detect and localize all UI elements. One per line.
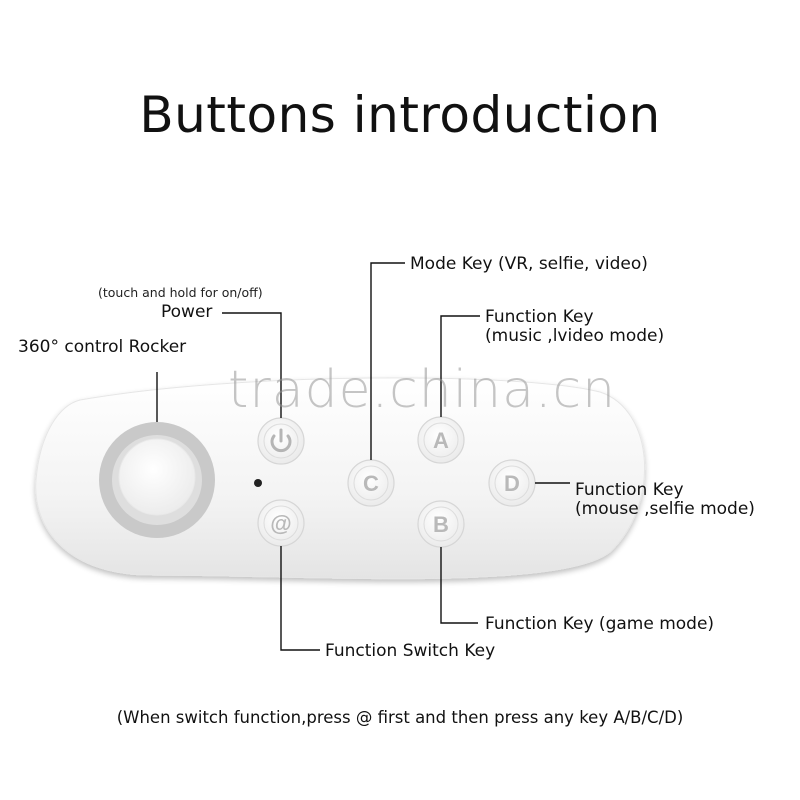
key-b-button[interactable]: B <box>417 500 465 548</box>
function-d-label-line1: Function Key <box>575 480 684 500</box>
key-d-button[interactable]: D <box>488 459 536 507</box>
key-a-button[interactable]: A <box>417 416 465 464</box>
leader-power <box>222 312 282 418</box>
watermark: trade.china.cn <box>228 360 617 420</box>
page-title: Buttons introduction <box>139 86 661 144</box>
control-rocker[interactable] <box>99 422 215 538</box>
leader-lines <box>156 262 570 651</box>
leader-function-switch <box>280 546 320 651</box>
power-button[interactable] <box>257 417 305 465</box>
leader-function-b <box>440 547 478 624</box>
at-key-label: @ <box>270 511 291 536</box>
function-switch-button[interactable]: @ <box>257 499 305 547</box>
rocker-label: 360° control Rocker <box>18 337 187 357</box>
function-a-label-line2: (music ,lvideo mode) <box>485 326 665 346</box>
power-label: Power <box>161 302 213 322</box>
key-b-label: B <box>433 512 449 537</box>
leader-mode-key <box>370 262 405 460</box>
key-c-button[interactable]: C <box>347 459 395 507</box>
footnote: (When switch function,press @ first and … <box>116 708 684 727</box>
function-a-label-line1: Function Key <box>485 307 594 327</box>
mode-key-label: Mode Key (VR, selfie, video) <box>410 254 648 274</box>
key-c-label: C <box>363 471 379 496</box>
power-hint-label: (touch and hold for on/off) <box>98 285 263 300</box>
function-switch-label: Function Switch Key <box>325 641 496 661</box>
function-d-label-line2: (mouse ,selfie mode) <box>575 499 755 519</box>
key-d-label: D <box>504 471 520 496</box>
function-b-label: Function Key (game mode) <box>485 614 715 634</box>
indicator-led <box>254 479 262 487</box>
leader-function-a <box>440 315 480 417</box>
key-a-label: A <box>433 428 449 453</box>
power-icon <box>270 428 292 453</box>
